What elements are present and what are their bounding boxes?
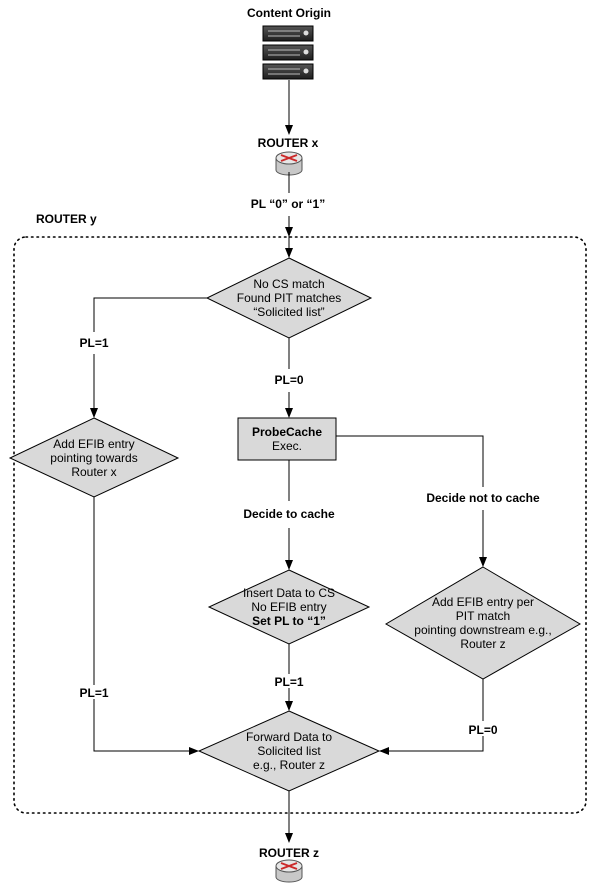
forward-line-1: Forward Data to bbox=[245, 730, 333, 744]
efib-x-text: Add EFIB entry pointing towards Router x bbox=[50, 437, 137, 479]
router-y-boundary bbox=[13, 236, 587, 814]
check-line-2: Found PIT matches bbox=[236, 291, 342, 305]
probecache-title: ProbeCache bbox=[251, 425, 323, 439]
check-text: No CS match Found PIT matches “Solicited… bbox=[237, 277, 342, 319]
content-origin-label: Content Origin bbox=[247, 6, 331, 20]
edge-label-pl1-left: PL=1 bbox=[79, 336, 109, 350]
probecache-text: ProbeCache Exec. bbox=[252, 425, 322, 453]
forward-line-3: e.g., Router z bbox=[252, 758, 326, 772]
edge-label-pl1-left-bottom: PL=1 bbox=[79, 686, 109, 700]
forward-text: Forward Data to Solicited list e.g., Rou… bbox=[246, 730, 332, 772]
router-icon bbox=[275, 859, 303, 883]
efib-x-line-3: Router x bbox=[71, 465, 117, 479]
server-stack-icon bbox=[262, 25, 314, 80]
check-line-1: No CS match bbox=[253, 277, 325, 291]
probecache-box bbox=[237, 417, 337, 461]
forward-line-2: Solicited list bbox=[257, 744, 321, 758]
router-y-label: ROUTER y bbox=[36, 212, 97, 226]
insert-line-1: Insert Data to CS bbox=[242, 586, 336, 600]
insert-text: Insert Data to CS No EFIB entry Set PL t… bbox=[243, 586, 335, 628]
efib-x-line-1: Add EFIB entry bbox=[53, 437, 135, 451]
insert-line-3: Set PL to “1” bbox=[252, 614, 326, 628]
insert-line-2: No EFIB entry bbox=[251, 600, 327, 614]
router-x-label: ROUTER x bbox=[257, 136, 319, 150]
efib-pit-text: Add EFIB entry per PIT match pointing do… bbox=[414, 595, 551, 651]
check-line-3: “Solicited list” bbox=[253, 305, 325, 319]
efib-pit-line-4: Router z bbox=[460, 637, 506, 651]
edge-label-pl0-center: PL=0 bbox=[274, 373, 304, 387]
edge-label-decide-cache: Decide to cache bbox=[243, 507, 335, 521]
pl-input-label: PL “0” or “1” bbox=[250, 197, 326, 211]
efib-pit-line-2: PIT match bbox=[455, 609, 511, 623]
router-icon bbox=[275, 151, 303, 176]
edge-label-pl0-right: PL=0 bbox=[468, 723, 498, 737]
efib-x-line-2: pointing towards bbox=[50, 451, 138, 465]
edge-label-decide-not-cache: Decide not to cache bbox=[426, 491, 540, 505]
edge-label-pl1-center: PL=1 bbox=[274, 675, 304, 689]
efib-pit-line-1: Add EFIB entry per bbox=[431, 595, 535, 609]
router-z-label: ROUTER z bbox=[259, 846, 319, 860]
probecache-exec: Exec. bbox=[271, 439, 302, 453]
efib-pit-line-3: pointing downstream e.g., bbox=[414, 623, 552, 637]
